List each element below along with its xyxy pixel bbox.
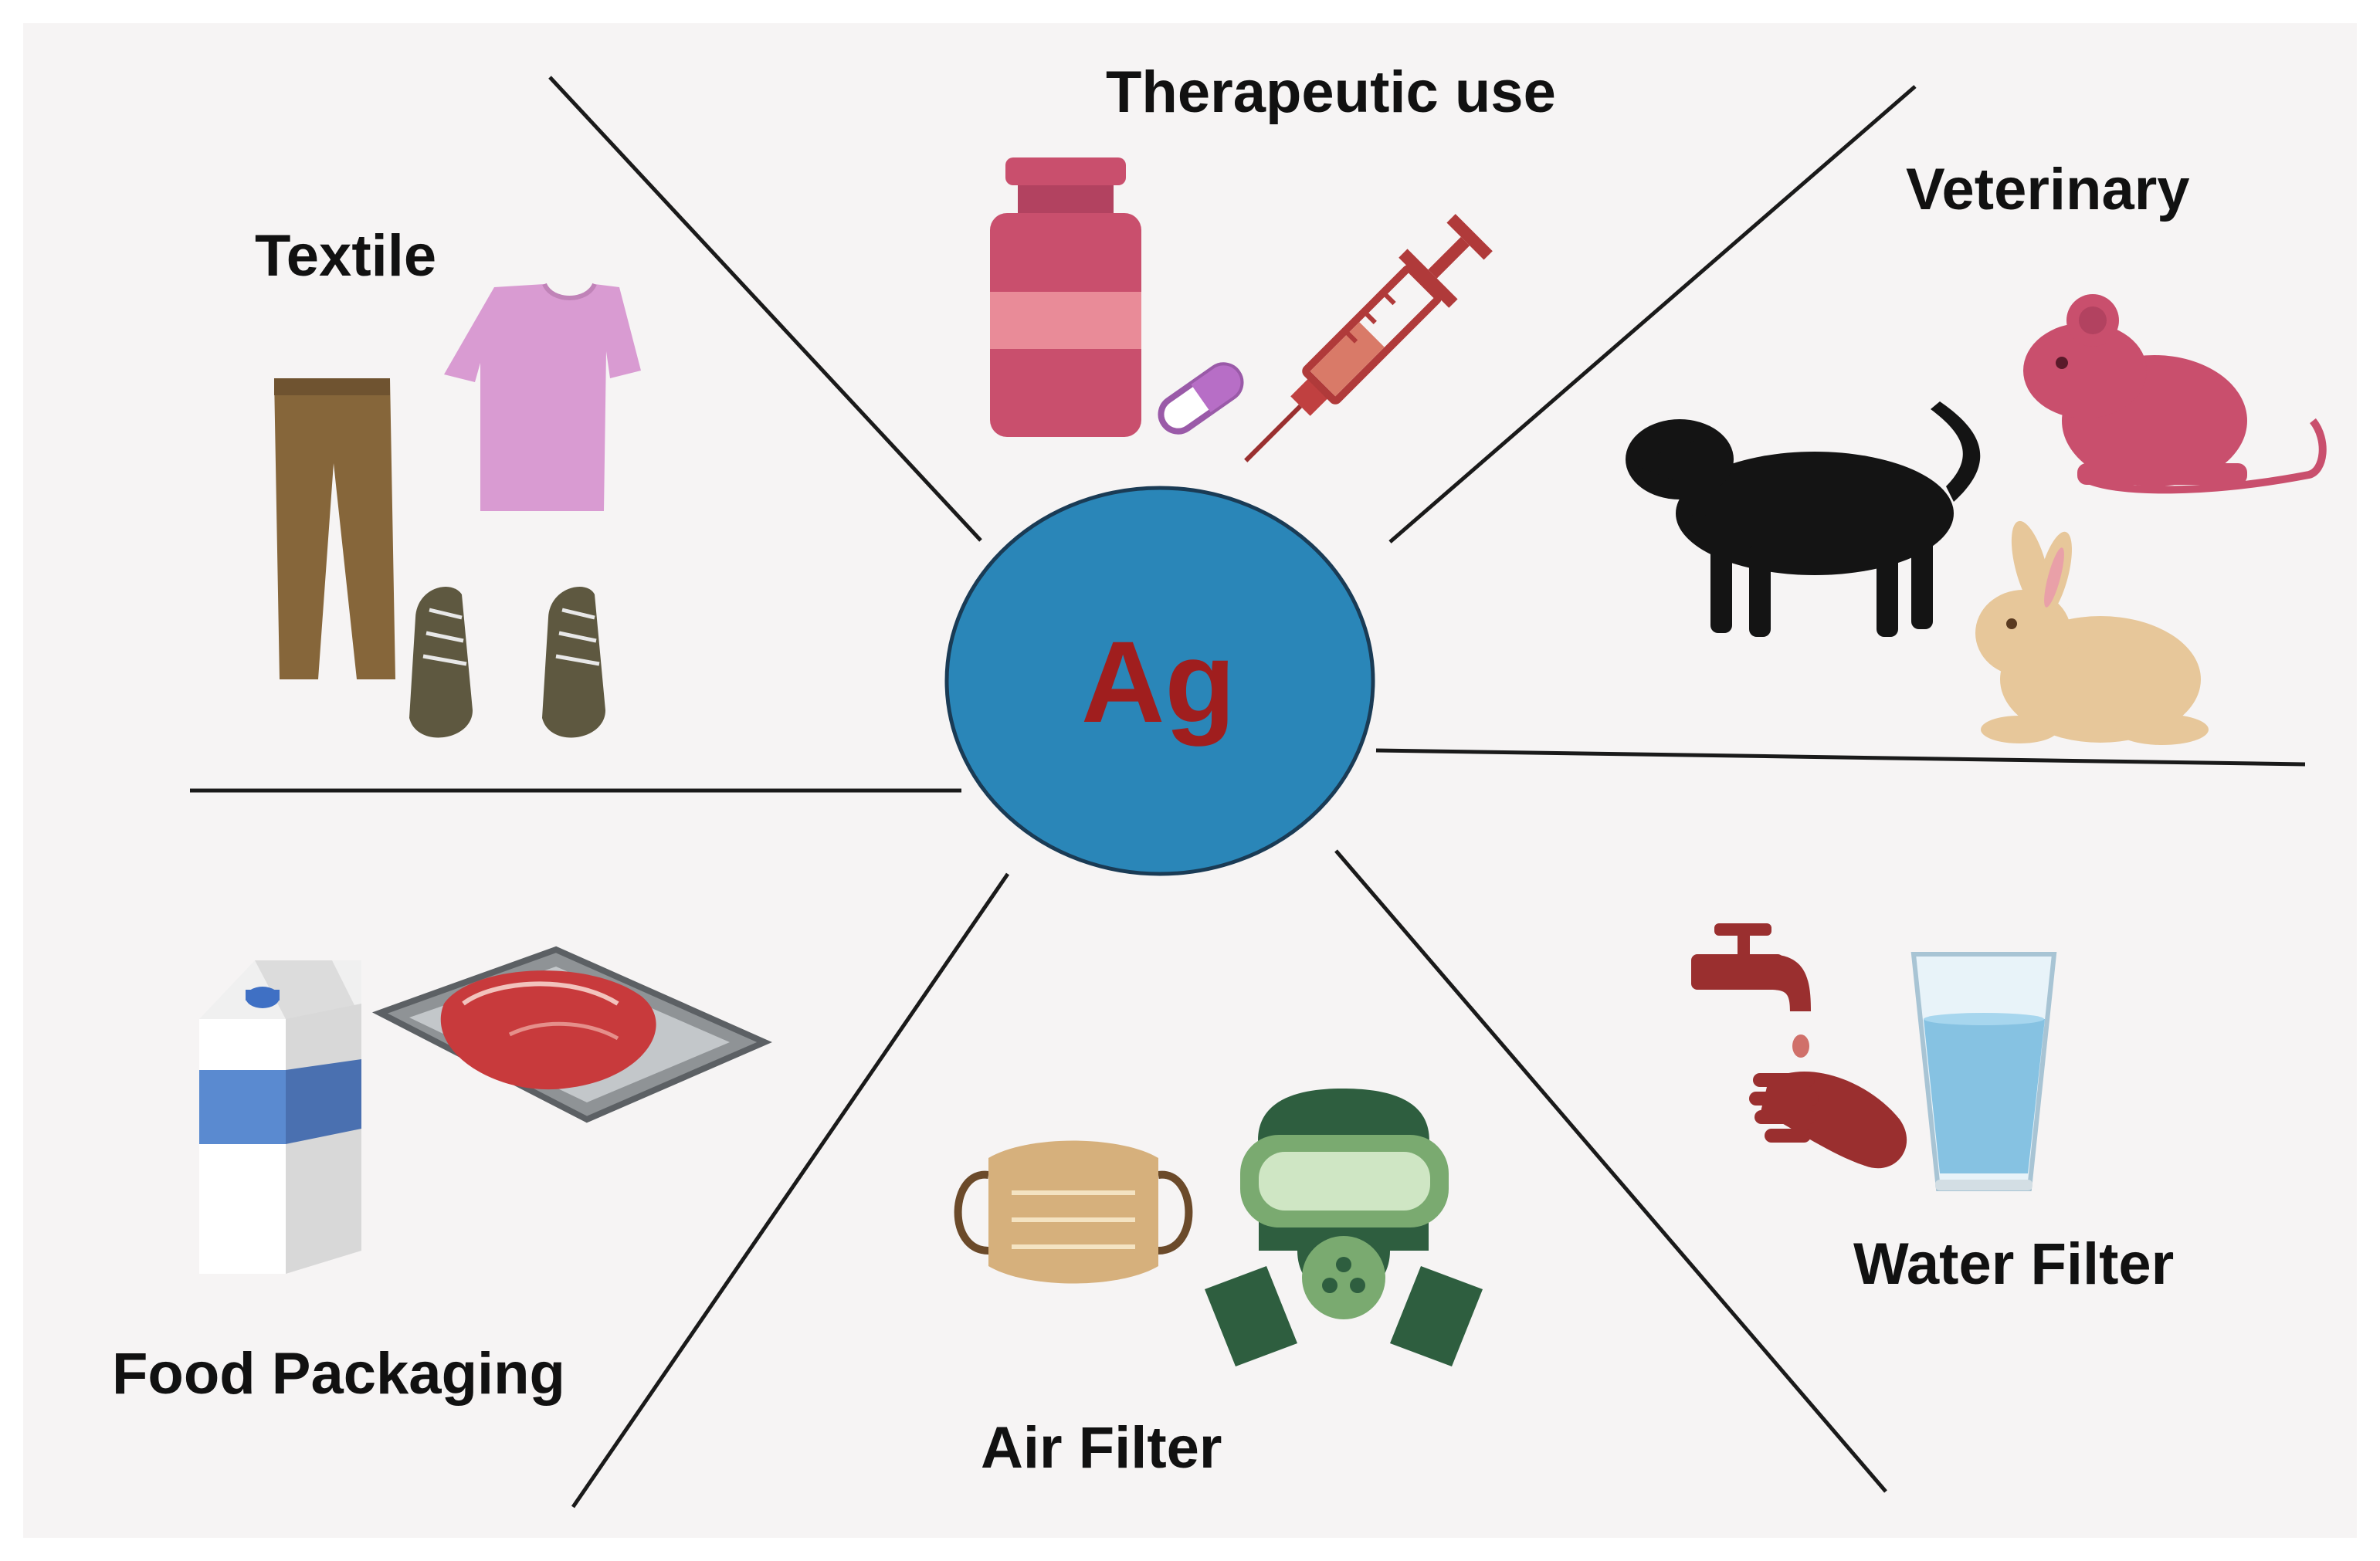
sector-label-veterinary: Veterinary [1906,157,2190,222]
divider-line [571,872,1010,1509]
t-shirt-icon [444,283,641,511]
center-circle [944,486,1375,876]
divider-line [1334,849,1887,1493]
divider-line [1375,748,2306,767]
pants-icon [274,378,395,679]
sector-label-water-filter: Water Filter [1853,1231,2175,1297]
sector-label-textile: Textile [255,223,437,289]
sector-label-food-packaging: Food Packaging [112,1341,565,1407]
gas-mask-icon [1205,1089,1483,1366]
divider-line [548,76,982,542]
faucet-icon [1691,923,1811,1011]
rabbit-icon [1975,520,2209,745]
face-mask-icon [954,1140,1193,1284]
milk-carton-icon [199,960,361,1274]
medicine-bottle-icon [990,157,1141,437]
sector-label-air-filter: Air Filter [981,1415,1222,1481]
shoes-icon [409,587,605,738]
center-symbol-ag: Ag [1081,617,1236,747]
capsule-icon [1158,362,1244,435]
divider-line [1388,85,1917,543]
mouse-icon [2023,294,2327,494]
dog-icon [1626,401,1981,637]
syringe-icon [1244,214,1493,462]
sector-dividers [190,76,2306,1509]
water-drop-icon [1792,1034,1809,1058]
hands-washing-icon [1749,1072,1907,1169]
sector-label-therapeutic-use: Therapeutic use [1106,59,1556,125]
meat-tray-icon [371,946,772,1123]
water-glass-icon [1910,952,2057,1191]
